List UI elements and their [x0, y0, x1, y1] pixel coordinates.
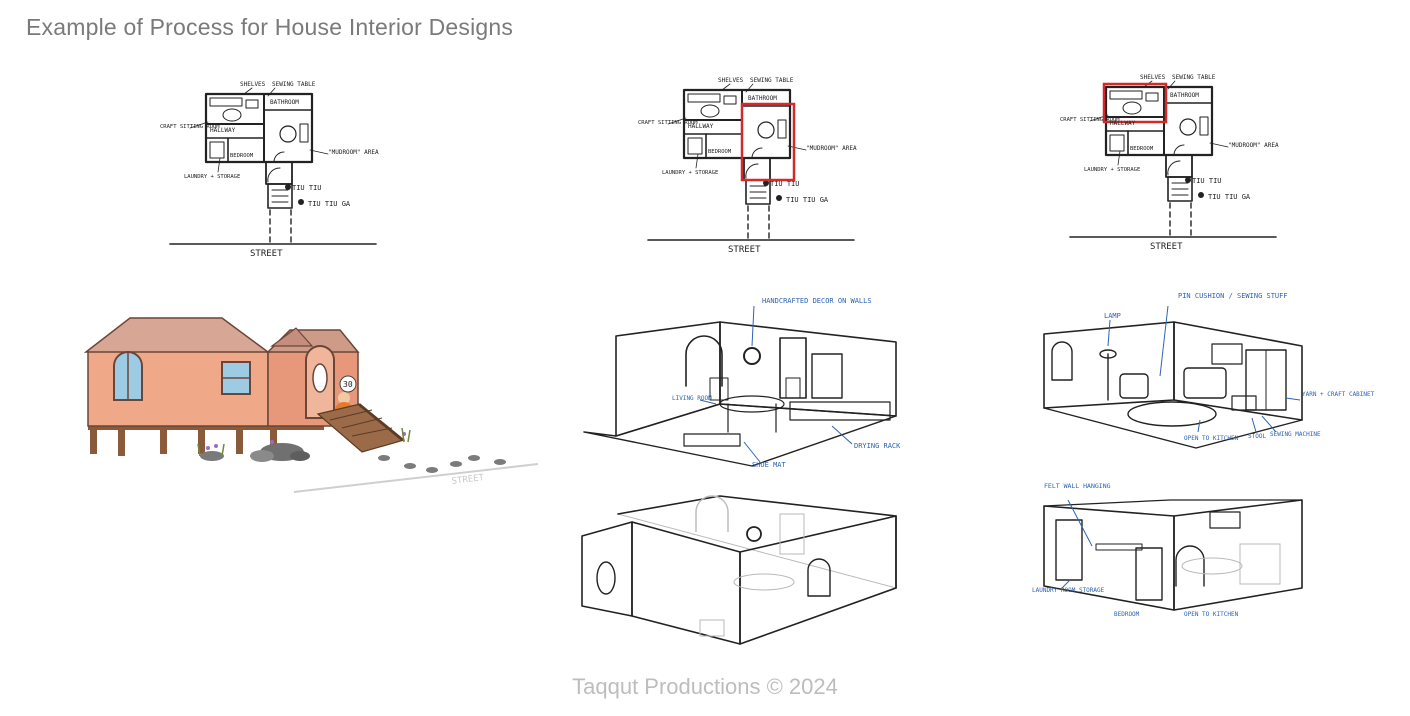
plan-label-sewing-table: SEWING TABLE [1172, 74, 1216, 81]
house-illustration: STREET [83, 317, 539, 493]
plan-label-laundry: LAUNDRY + STORAGE [1084, 167, 1140, 173]
plan-label-shelves: SHELVES [718, 77, 744, 84]
plan-label-laundry: LAUNDRY + STORAGE [184, 174, 240, 180]
rocks [200, 443, 310, 462]
label-drying-rack: DRYING RACK [854, 442, 901, 450]
plan-label-sewing-table: SEWING TABLE [272, 81, 316, 88]
label-open-to-kitchen: OPEN TO KITCHEN [1184, 435, 1239, 442]
label-living-room: LIVING ROOM [672, 395, 712, 402]
label-stool: STOOL [1248, 433, 1266, 440]
plan-label-street: STREET [1150, 242, 1183, 252]
plan-label-door-number: TIU TIU [1192, 177, 1222, 185]
plan-label-bathroom: BATHROOM [1170, 92, 1199, 99]
plan-label-house-name: TIU TIU GA [1208, 193, 1251, 201]
floor-plan-3: SHELVES SEWING TABLE BATHROOM CRAFT SITT… [1060, 74, 1279, 252]
house-street-label: STREET [451, 473, 485, 487]
room-sketch-craft: LAMP PIN CUSHION / SEWING STUFF YARN + C… [1043, 292, 1375, 449]
highlight-mudroom-box [740, 102, 796, 182]
room-sketch-mudroom-enclosed [581, 495, 897, 645]
plan-label-mudroom: "MUDROOM" AREA [1228, 142, 1279, 149]
label-bedroom: BEDROOM [1114, 611, 1140, 618]
plan-label-sewing-table: SEWING TABLE [750, 77, 794, 84]
plan-label-bedroom: BEDROOM [1130, 146, 1154, 152]
plan-label-shelves: SHELVES [240, 81, 266, 88]
plan-label-door-number: TIU TIU [770, 180, 800, 188]
label-shoe-mat: SHOE MAT [752, 461, 787, 469]
house-stilts [88, 424, 324, 456]
label-yarn-cabinet: YARN + CRAFT CABINET [1302, 391, 1375, 398]
label-sewing-machine: SEWING MACHINE [1270, 431, 1321, 438]
plan-label-shelves: SHELVES [1140, 74, 1166, 81]
highlight-craft-room-box [1102, 82, 1168, 124]
plan-label-craft: CRAFT SITTING ROOM [160, 124, 220, 130]
plan-label-street: STREET [250, 249, 283, 259]
label-open-to-kitchen-lower: OPEN TO KITCHEN [1184, 611, 1239, 618]
stepping-stones [378, 455, 506, 473]
plan-label-hallway: HALLWAY [688, 123, 714, 130]
label-pin-cushion: PIN CUSHION / SEWING STUFF [1178, 292, 1288, 300]
label-handcrafted-decor: HANDCRAFTED DECOR ON WALLS [762, 297, 872, 305]
grass [197, 427, 411, 457]
plan-label-house-name: TIU TIU GA [786, 196, 829, 204]
plan-label-mudroom: "MUDROOM" AREA [806, 145, 857, 152]
room-sketch-mudroom: HANDCRAFTED DECOR ON WALLS LIVING ROOM S… [583, 297, 901, 469]
plan-label-bathroom: BATHROOM [748, 95, 777, 102]
plan-label-mudroom: "MUDROOM" AREA [328, 149, 379, 156]
plan-label-craft: CRAFT SITTING ROOM [638, 120, 698, 126]
floor-plan-1: SHELVES SEWING TABLE BATHROOM CRAFT SITT… [160, 81, 379, 259]
label-laundry-room: LAUNDRY ROOM STORAGE [1032, 587, 1105, 594]
page-title: Example of Process for House Interior De… [26, 14, 514, 40]
plan-label-house-name: TIU TIU GA [308, 200, 351, 208]
plan-label-hallway: HALLWAY [1110, 120, 1136, 127]
plan-label-bedroom: BEDROOM [708, 149, 732, 155]
plan-label-street: STREET [728, 245, 761, 255]
plan-label-hallway: HALLWAY [210, 127, 236, 134]
house-number: 30 [343, 380, 353, 389]
copyright-footer: Taqqut Productions © 2024 [572, 674, 838, 699]
floor-plan-2: SHELVES SEWING TABLE BATHROOM CRAFT SITT… [638, 77, 857, 255]
label-felt-wall-hanging: FELT WALL HANGING [1044, 482, 1111, 490]
label-lamp: LAMP [1104, 312, 1121, 320]
plan-label-bedroom: BEDROOM [230, 153, 254, 159]
plan-label-bathroom: BATHROOM [270, 99, 299, 106]
plan-label-laundry: LAUNDRY + STORAGE [662, 170, 718, 176]
plan-label-door-number: TIU TIU [292, 184, 322, 192]
room-sketch-craft-enclosed: FELT WALL HANGING LAUNDRY ROOM STORAGE B… [1032, 482, 1303, 618]
plan-label-craft: CRAFT SITTING ROOM [1060, 117, 1120, 123]
